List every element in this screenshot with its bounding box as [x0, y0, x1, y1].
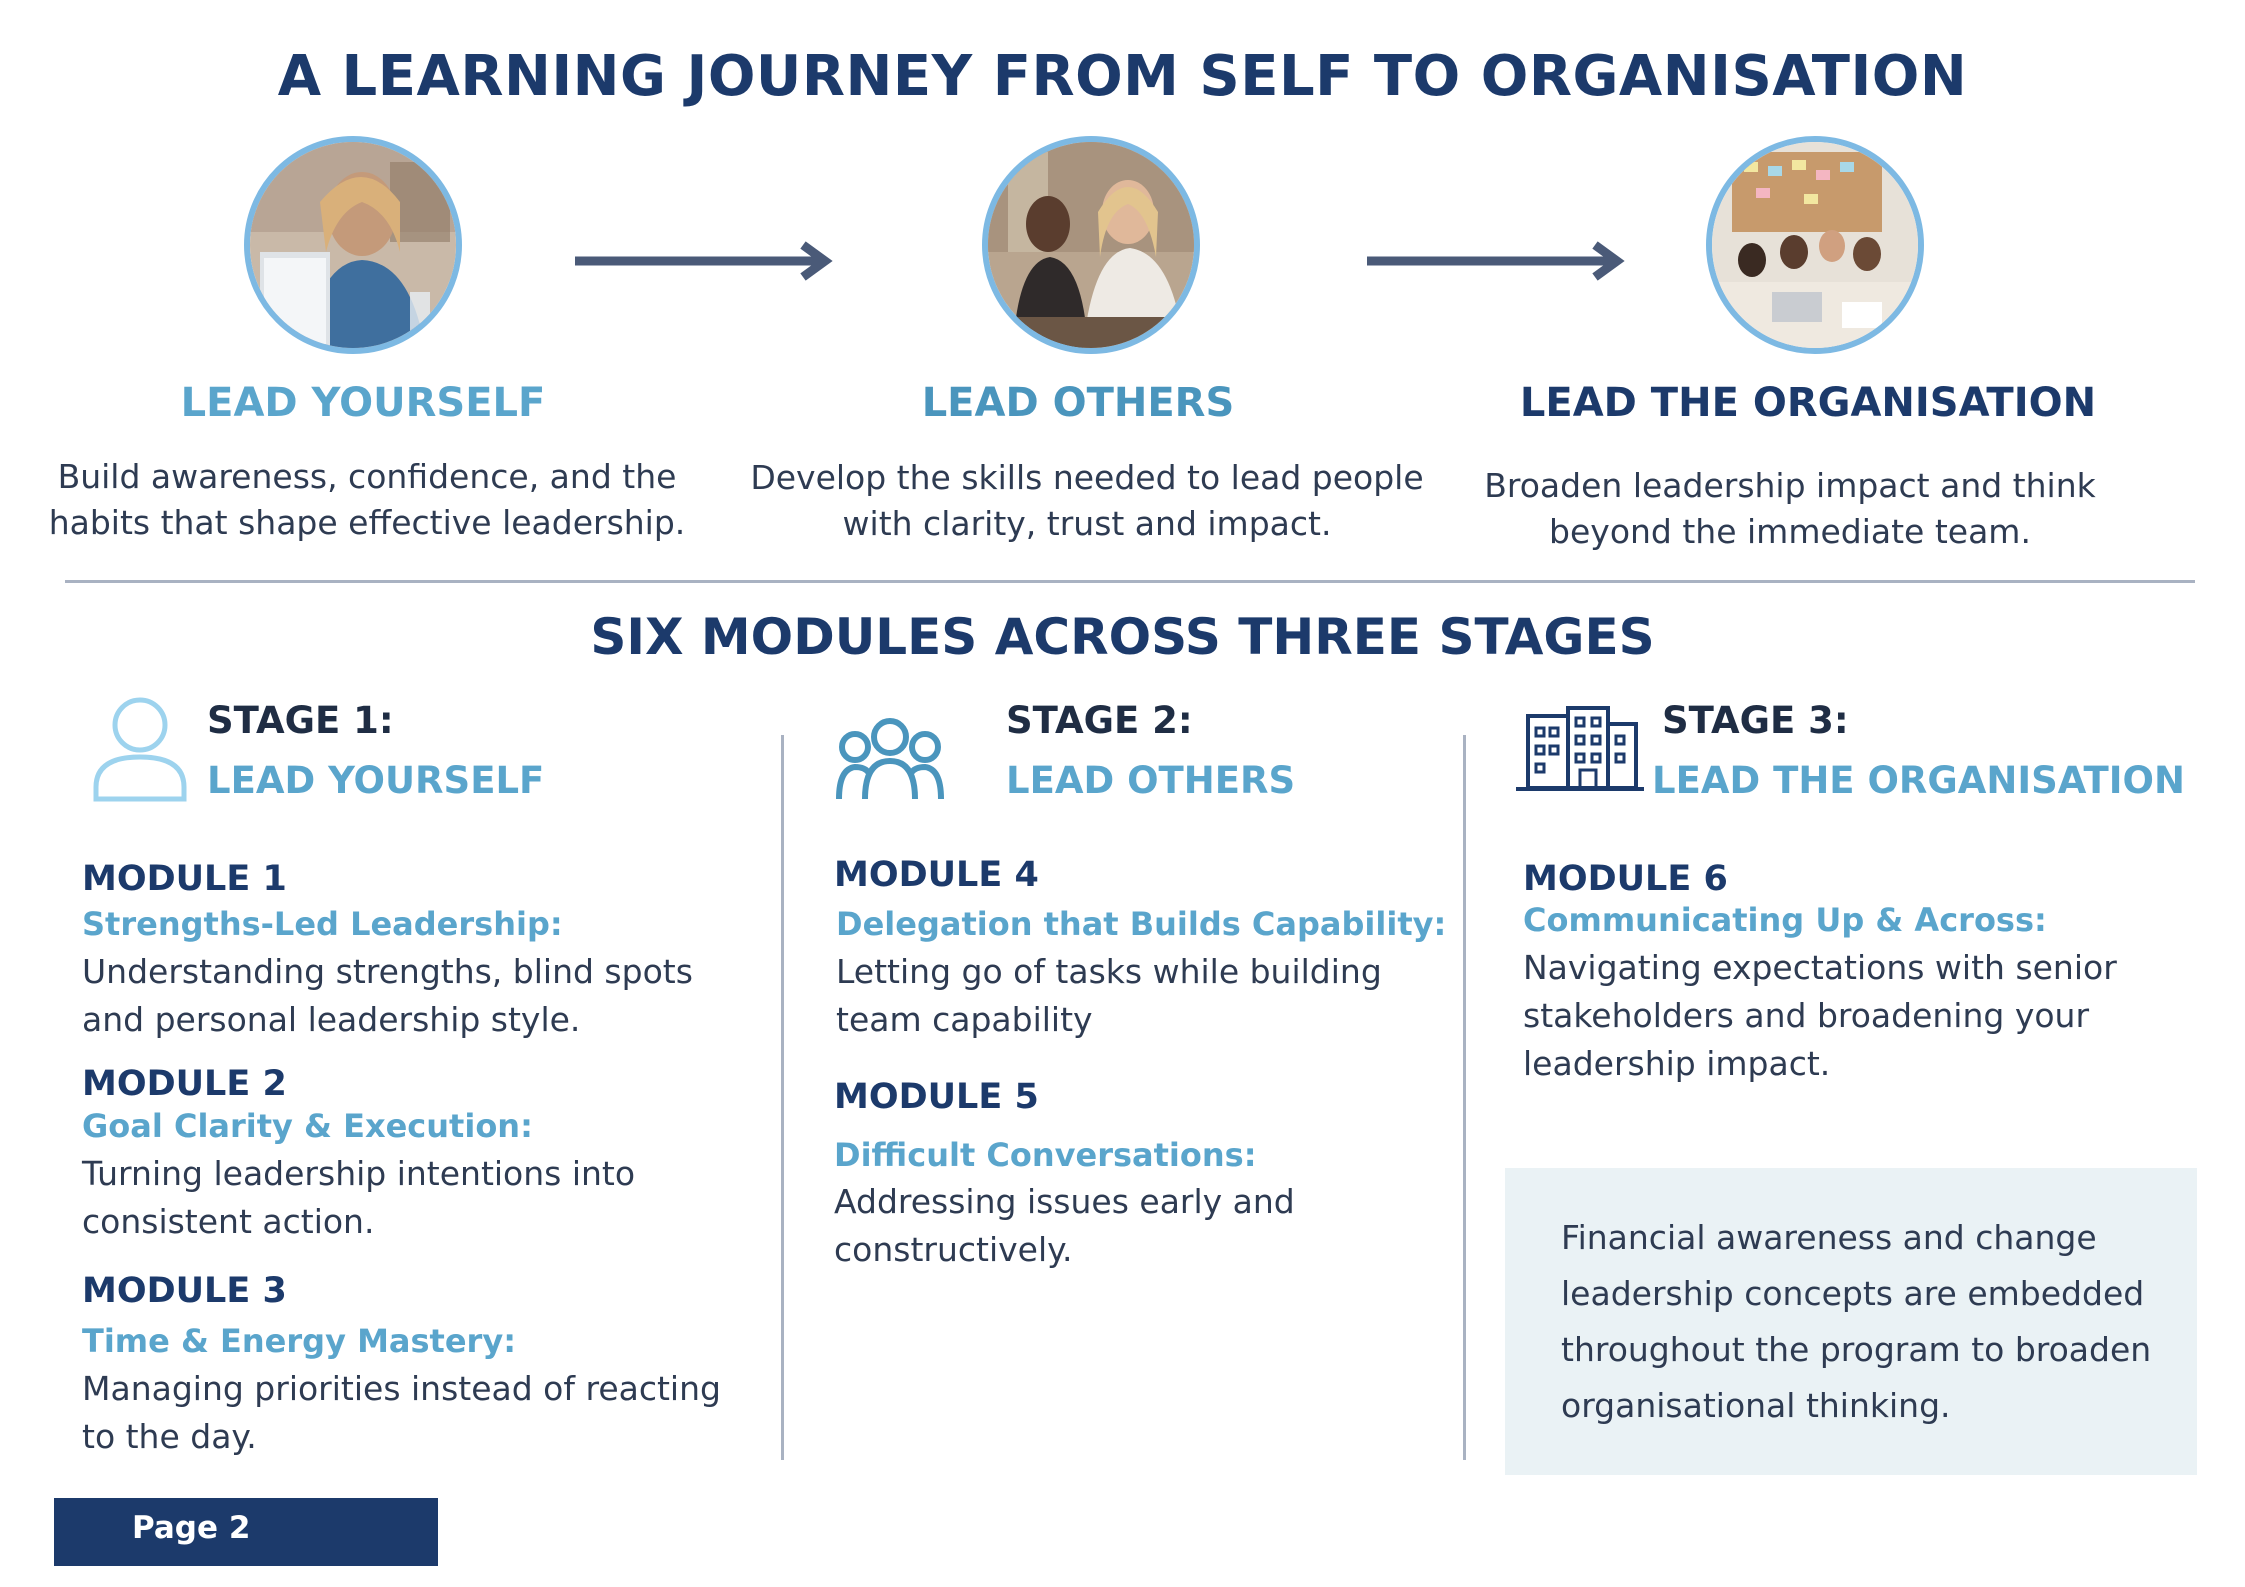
stage-3-number: STAGE 3: — [1662, 699, 1849, 742]
column-divider — [781, 735, 784, 1460]
module-5-title: MODULE 5 — [834, 1077, 1039, 1117]
journey-desc-lead-others: Develop the skills needed to lead people… — [750, 458, 1424, 543]
person-icon — [93, 697, 187, 802]
module-3-title: MODULE 3 — [82, 1271, 287, 1311]
module-2-description: Turning leadership intentions into consi… — [82, 1154, 636, 1241]
module-4-title: MODULE 4 — [834, 855, 1039, 895]
page-number-tab — [54, 1498, 438, 1566]
section-divider — [65, 580, 2195, 583]
module-2-title: MODULE 2 — [82, 1064, 287, 1104]
module-6-title: MODULE 6 — [1523, 859, 1728, 899]
stage-1-name: LEAD YOURSELF — [207, 759, 545, 802]
note-text: Financial awareness and change leadershi… — [1561, 1218, 2152, 1425]
page-title: A LEARNING JOURNEY FROM SELF TO ORGANISA… — [277, 44, 1968, 109]
stage-1-number: STAGE 1: — [207, 699, 394, 742]
arrow-right-icon — [1367, 241, 1625, 281]
journey-title-lead-yourself: LEAD YOURSELF — [180, 380, 546, 426]
lead-yourself-photo — [244, 136, 462, 354]
column-divider — [1463, 735, 1466, 1460]
module-3-subtitle: Time & Energy Mastery: — [82, 1322, 516, 1360]
page-number-label: Page 2 — [132, 1510, 251, 1546]
journey-desc-lead-organisation: Broaden leadership impact and think beyo… — [1484, 466, 2096, 551]
module-2-subtitle: Goal Clarity & Execution: — [82, 1107, 533, 1145]
module-1-description: Understanding strengths, blind spots and… — [82, 952, 693, 1039]
building-icon — [1516, 706, 1644, 791]
module-3-description: Managing priorities instead of reacting … — [82, 1369, 721, 1456]
arrow-right-icon — [575, 241, 833, 281]
module-1-title: MODULE 1 — [82, 859, 287, 899]
group-icon — [836, 718, 944, 800]
note-box — [1505, 1168, 2197, 1475]
module-6-description: Navigating expectations with senior stak… — [1523, 948, 2117, 1083]
journey-desc-lead-yourself: Build awareness, confidence, and the hab… — [48, 457, 686, 542]
module-5-subtitle: Difficult Conversations: — [834, 1136, 1257, 1174]
journey-title-lead-organisation: LEAD THE ORGANISATION — [1519, 380, 2097, 426]
module-4-description: Letting go of tasks while building team … — [836, 952, 1382, 1039]
lead-others-photo — [982, 136, 1200, 354]
module-1-subtitle: Strengths-Led Leadership: — [82, 905, 563, 943]
lead-organisation-photo — [1706, 136, 1924, 354]
modules-section-title: SIX MODULES ACROSS THREE STAGES — [590, 608, 1655, 666]
stage-2-number: STAGE 2: — [1006, 699, 1193, 742]
module-4-subtitle: Delegation that Builds Capability: — [836, 905, 1447, 943]
module-5-description: Addressing issues early and constructive… — [834, 1182, 1295, 1269]
stage-2-name: LEAD OTHERS — [1006, 759, 1296, 802]
module-6-subtitle: Communicating Up & Across: — [1523, 901, 2047, 939]
stage-3-name: LEAD THE ORGANISATION — [1652, 759, 2185, 802]
journey-title-lead-others: LEAD OTHERS — [921, 380, 1235, 426]
